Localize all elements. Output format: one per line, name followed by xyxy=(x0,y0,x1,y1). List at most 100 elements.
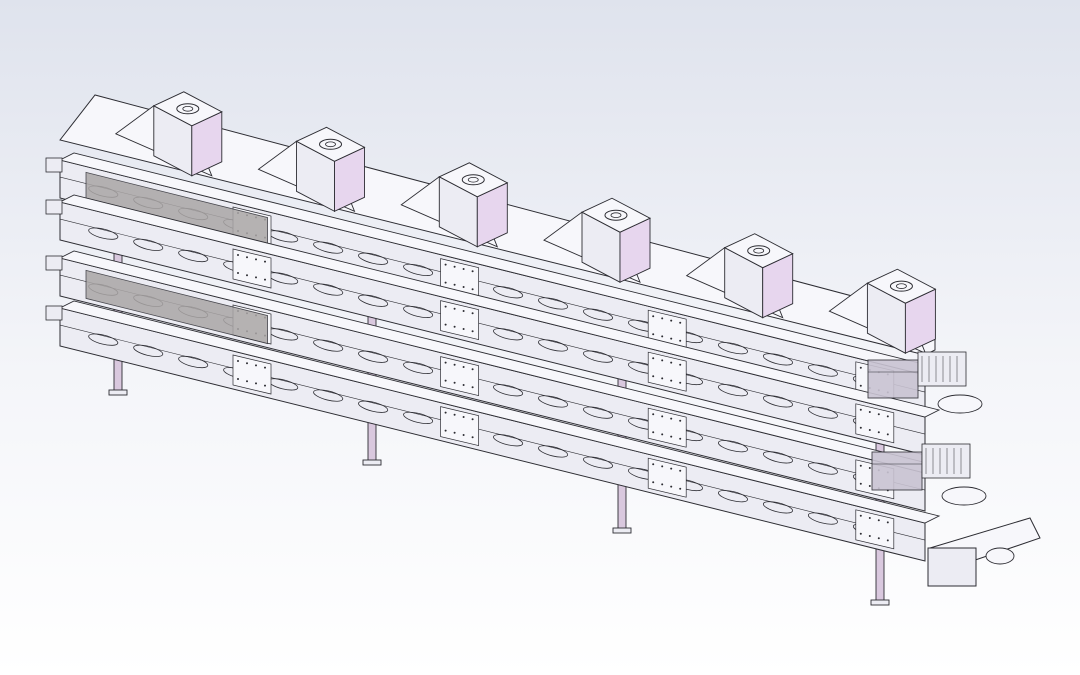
bolt-hole xyxy=(868,411,871,413)
leg-foot xyxy=(362,459,382,466)
tier-rail-line xyxy=(59,324,926,541)
bolt-hole xyxy=(877,537,880,540)
tier-end-block xyxy=(45,255,63,271)
bolt-hole xyxy=(444,281,447,284)
slot-window xyxy=(717,440,748,453)
fan-icon xyxy=(747,245,771,257)
bolt-hole xyxy=(661,433,664,436)
fan-hub-icon xyxy=(896,283,907,289)
bolt-hole xyxy=(462,286,465,288)
leg-foot xyxy=(108,389,128,396)
slot-window xyxy=(538,395,569,408)
slot-window xyxy=(358,400,389,413)
drive-plate xyxy=(85,269,269,345)
bolt-hole xyxy=(661,377,664,380)
bolt-hole xyxy=(679,469,682,472)
bolt-hole xyxy=(255,364,257,367)
slot-window xyxy=(583,350,614,363)
slot-window xyxy=(762,501,793,514)
bolt-hole xyxy=(670,361,673,364)
roller-guard xyxy=(921,443,971,479)
bolt-hole xyxy=(471,270,474,273)
access-panel xyxy=(855,403,895,444)
end-roller xyxy=(937,394,983,414)
access-panel xyxy=(232,354,272,395)
bolt-hole xyxy=(453,363,456,366)
bolt-hole xyxy=(886,521,889,524)
fan-hub-icon xyxy=(325,141,336,148)
bolt-hole xyxy=(868,467,871,469)
bolt-hole xyxy=(652,481,655,484)
slot-window xyxy=(493,286,524,299)
access-panel xyxy=(440,406,479,447)
bolt-hole xyxy=(444,411,447,414)
bolt-hole xyxy=(859,426,862,429)
slot-window xyxy=(807,512,838,525)
fan-icon xyxy=(319,138,343,150)
bolt-hole xyxy=(661,317,664,320)
bolt-hole xyxy=(670,417,673,420)
bolt-hole xyxy=(471,386,474,389)
tier-end-block xyxy=(45,157,63,173)
bolt-hole xyxy=(471,330,474,333)
tier-end-block xyxy=(45,199,63,215)
bolt-hole xyxy=(652,431,655,434)
bolt-hole xyxy=(877,519,880,522)
bolt-hole xyxy=(255,382,257,385)
leg-foot xyxy=(612,527,632,534)
transfer-box xyxy=(867,359,919,399)
tier-end-block xyxy=(45,305,63,321)
bolt-hole xyxy=(462,416,465,418)
bolt-hole xyxy=(453,413,456,416)
slot-window xyxy=(538,297,569,310)
bolt-hole xyxy=(670,485,673,488)
slot-window xyxy=(762,395,793,408)
roller-guard xyxy=(917,351,967,387)
fan-hub-icon xyxy=(753,247,765,254)
bolt-hole xyxy=(255,258,257,261)
slot-window xyxy=(403,361,434,374)
conveyor-details xyxy=(867,351,1041,587)
bolt-hole xyxy=(661,483,664,486)
slot-window xyxy=(403,411,434,424)
fan-icon xyxy=(889,280,913,292)
bolt-hole xyxy=(264,260,266,263)
slot-window xyxy=(493,434,524,447)
fan-hub-icon xyxy=(182,106,194,112)
bolt-hole xyxy=(453,381,456,384)
slot-window xyxy=(583,308,614,321)
end-roller xyxy=(941,486,987,506)
slot-window xyxy=(493,328,524,341)
bolt-hole xyxy=(679,363,682,366)
slot-window xyxy=(538,445,569,458)
transfer-box xyxy=(871,451,923,491)
bolt-hole xyxy=(859,514,862,517)
bolt-hole xyxy=(679,339,682,342)
bolt-hole xyxy=(264,366,266,369)
bolt-hole xyxy=(859,532,862,535)
bolt-hole xyxy=(471,436,474,439)
bolt-hole xyxy=(237,378,239,380)
bolt-hole xyxy=(471,288,474,291)
bolt-hole xyxy=(868,517,871,519)
bolt-hole xyxy=(264,278,266,281)
slot-window xyxy=(313,389,344,402)
bolt-hole xyxy=(886,433,889,436)
bolt-hole xyxy=(255,276,257,279)
bolt-hole xyxy=(859,384,862,387)
discharge-motor-box xyxy=(927,547,977,587)
bolt-hole xyxy=(670,337,673,340)
hopper-box-top xyxy=(152,91,223,127)
slot-window xyxy=(133,238,164,251)
conveyor-tiers xyxy=(45,152,941,562)
bolt-hole xyxy=(661,359,664,362)
slot-window xyxy=(403,305,434,318)
bolt-hole xyxy=(237,254,239,256)
slot-window xyxy=(493,384,524,397)
access-panel xyxy=(855,509,895,550)
hopper-box-top xyxy=(723,233,794,269)
bolt-hole xyxy=(246,256,248,259)
bolt-hole xyxy=(679,487,682,490)
